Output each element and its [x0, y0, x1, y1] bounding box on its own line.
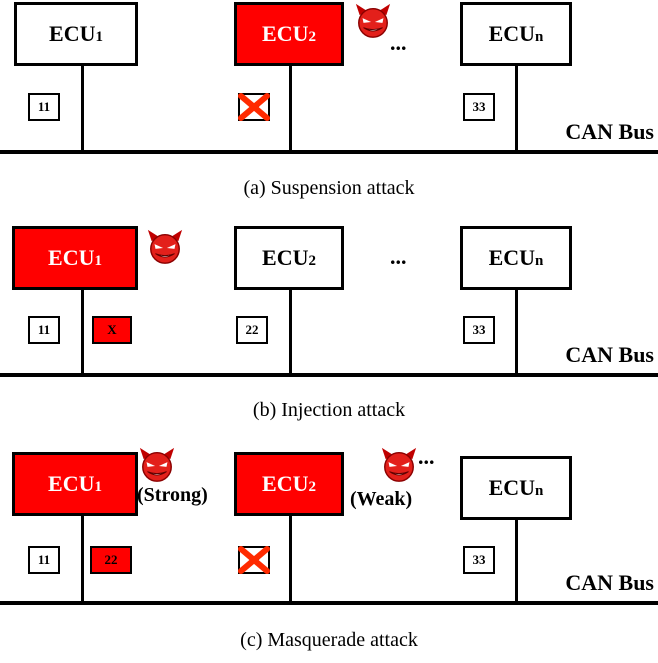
ecu-label: ECU — [48, 245, 95, 270]
message-id: 11 — [37, 99, 51, 114]
message-33: 33 — [463, 316, 495, 344]
message-id: 22 — [104, 552, 118, 567]
devil-icon — [355, 3, 391, 38]
devil-icon-strong — [139, 447, 175, 482]
ecu-subscript: n — [535, 482, 544, 499]
ecu-label: ECU — [262, 471, 309, 496]
devil-icon — [147, 229, 183, 264]
devil-icon-weak — [381, 447, 417, 482]
ecu-subscript: 2 — [308, 478, 316, 495]
figure-caption: (a) Suspension attack — [243, 177, 415, 199]
figure-caption: (b) Injection attack — [252, 399, 406, 421]
message-id: 33 — [472, 322, 486, 337]
ellipsis: ... — [390, 244, 407, 269]
ecu-label: ECU — [262, 245, 309, 270]
can-bus-label: CAN Bus — [565, 119, 654, 144]
ecu-subscript: n — [535, 28, 544, 45]
ecu-n-bus-line — [515, 66, 518, 152]
strong-attacker-label: (Strong) — [137, 484, 208, 506]
can-bus-line — [0, 601, 658, 605]
message-22-suspended: 22 — [238, 93, 270, 121]
ecu-2-bus-line — [289, 66, 292, 152]
cross-icon — [238, 546, 270, 574]
ecu-label: ECU — [488, 475, 536, 500]
can-bus-line — [0, 373, 658, 377]
message-id: 11 — [37, 552, 51, 567]
ecu-subscript: 2 — [308, 28, 316, 45]
cross-icon — [238, 93, 270, 121]
ecu-n-bus-line — [515, 520, 518, 602]
ellipsis: ... — [418, 444, 435, 469]
message-11: 11 — [28, 316, 60, 344]
ecu-2-bus-line — [289, 516, 292, 602]
message-11: 11 — [28, 546, 60, 574]
ecu-subscript: 1 — [95, 28, 103, 45]
message-injected: X — [92, 316, 132, 344]
ecu-label: ECU — [488, 21, 536, 46]
ecu-2-bus-line — [289, 290, 292, 374]
weak-attacker-label: (Weak) — [350, 488, 413, 510]
ecu-label: ECU — [262, 21, 309, 46]
ecu-label: ECU — [49, 21, 96, 46]
can-bus-label: CAN Bus — [565, 570, 654, 595]
ecu-1-bus-line — [81, 516, 84, 602]
message-33: 33 — [463, 546, 495, 574]
message-id: 11 — [37, 322, 51, 337]
ecu-subscript: 2 — [308, 252, 316, 269]
ecu-label: ECU — [48, 471, 95, 496]
ecu-subscript: n — [535, 252, 544, 269]
ecu-n-bus-line — [515, 290, 518, 374]
can-bus-line — [0, 150, 658, 154]
message-id: 33 — [472, 552, 486, 567]
ecu-subscript: 1 — [94, 252, 102, 269]
ecu-label: ECU — [488, 245, 536, 270]
ecu-1-bus-line — [81, 66, 84, 152]
can-bus-label: CAN Bus — [565, 342, 654, 367]
message-11: 11 — [28, 93, 60, 121]
message-22-suspended: 22 — [238, 546, 270, 574]
message-id: 22 — [245, 322, 259, 337]
figure-caption: (c) Masquerade attack — [240, 629, 418, 651]
message-33: 33 — [463, 93, 495, 121]
message-id: X — [107, 322, 117, 337]
ecu-subscript: 1 — [94, 478, 102, 495]
ellipsis: ... — [390, 30, 407, 55]
message-id: 33 — [472, 99, 486, 114]
message-22-spoofed: 22 — [90, 546, 132, 574]
message-22: 22 — [236, 316, 268, 344]
ecu-1-bus-line — [81, 290, 84, 374]
